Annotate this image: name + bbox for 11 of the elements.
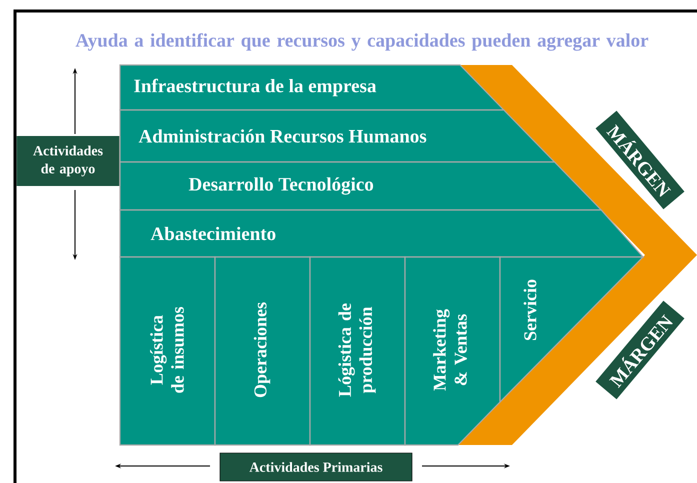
activity-row: Administración Recursos Humanos (119, 109, 556, 163)
activity-column: Logística de insumos (119, 256, 216, 446)
activity-column: Marketing & Ventas (404, 256, 501, 446)
activity-row: Abastecimiento (119, 209, 644, 258)
category-box: Actividades Primarias (220, 452, 412, 482)
activity-row: Desarrollo Tecnológico (119, 161, 603, 211)
activity-column: Operaciones (214, 256, 311, 446)
activity-row: Infraestructura de la empresa (119, 64, 506, 111)
category-box: Actividades de apoyo (16, 136, 120, 186)
title: Ayuda a identificar que recursos y capacidades pueden agregar valor (76, 33, 648, 51)
activity-column: Lógistica de producción (309, 256, 406, 446)
